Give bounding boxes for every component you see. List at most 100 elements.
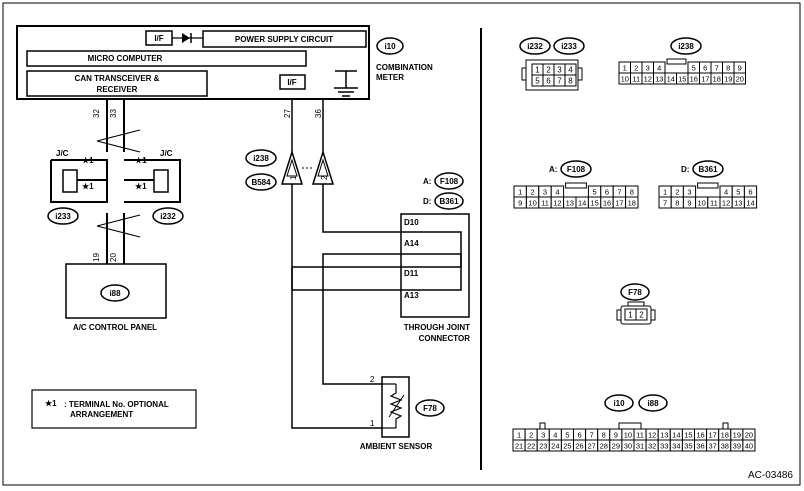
pin-number: 17 <box>701 75 709 84</box>
pin-number: 13 <box>660 431 668 440</box>
ac-control-panel-name: A/C CONTROL PANEL <box>73 323 157 332</box>
through-joint-box <box>400 213 470 318</box>
pin-number: 11 <box>636 431 644 440</box>
note-star: ★1 <box>45 399 57 408</box>
can-transceiver-label-1: CAN TRANSCEIVER & <box>75 74 160 83</box>
connector-label-i238-inline: i238 <box>253 154 269 163</box>
jc-right-label: J/C <box>160 149 173 158</box>
pin-number: 1 <box>518 188 522 197</box>
can-wires <box>106 99 125 264</box>
pin-36: 36 <box>314 109 323 118</box>
pin-number: 26 <box>575 442 583 451</box>
inline-pin-2: 2 <box>320 175 329 180</box>
pin-number: 5 <box>736 188 740 197</box>
pin-number: 36 <box>696 442 704 451</box>
micro-computer-label: MICRO COMPUTER <box>88 54 163 63</box>
pin-number: 8 <box>602 431 606 440</box>
ambient-sensor-box <box>381 376 410 438</box>
can-transceiver-label-2: RECEIVER <box>97 85 138 94</box>
pin-cell <box>742 439 756 452</box>
pin-number: 3 <box>687 188 691 197</box>
tj-pin-a14: A14 <box>404 239 419 248</box>
pin-number: 12 <box>644 75 652 84</box>
pin-number: 13 <box>566 199 574 208</box>
connector-label-f78-sensor: F78 <box>423 404 437 413</box>
pin-number: 27 <box>587 442 595 451</box>
view-label-i233: i233 <box>561 42 577 51</box>
connector-key-notch <box>666 58 687 65</box>
if-label-top: I/F <box>154 34 163 43</box>
view-tag-i10 <box>604 394 634 412</box>
view-tag-i232 <box>519 37 551 55</box>
pin-number: 39 <box>733 442 741 451</box>
pin-number: 3 <box>543 188 547 197</box>
pin-number: 7 <box>557 77 562 86</box>
pin-number: 8 <box>675 199 679 208</box>
power-supply-box <box>202 30 367 48</box>
connector-tag-b361 <box>434 192 464 210</box>
pin-number: 15 <box>684 431 692 440</box>
pin-number: 11 <box>710 199 718 208</box>
pin-number: 8 <box>726 64 730 73</box>
pin-number: 1 <box>517 431 521 440</box>
connector-tag-i233 <box>47 207 79 225</box>
ac-control-panel-box <box>65 263 167 319</box>
pin-number: 3 <box>557 66 562 75</box>
tj-a-prefix: A: <box>423 177 431 186</box>
pin-number: 8 <box>630 188 634 197</box>
pin-number: 7 <box>617 188 621 197</box>
jc-left-label: J/C <box>56 149 69 158</box>
connector-tag-b584 <box>245 173 277 191</box>
view-label-i238: i238 <box>678 42 694 51</box>
pin-number: 19 <box>733 431 741 440</box>
inline-pin-1: 1 <box>289 175 298 180</box>
pin-number: 2 <box>531 188 535 197</box>
note-box <box>31 389 197 429</box>
pin-number: 5 <box>565 431 569 440</box>
pin-number: 4 <box>555 188 559 197</box>
pin-number: 32 <box>648 442 656 451</box>
view-tag-i238 <box>670 37 702 55</box>
pin-number: 40 <box>745 442 753 451</box>
view-tag-f78 <box>620 283 650 301</box>
pin-number: 21 <box>515 442 523 451</box>
jc-left-star-2: ★1 <box>82 182 94 191</box>
pin-number: 10 <box>528 199 536 208</box>
pin-number: 9 <box>738 64 742 73</box>
view-label-b361: B361 <box>698 165 718 174</box>
meter-name-1: COMBINATION <box>376 63 433 72</box>
view-tag-i233 <box>553 37 585 55</box>
pin-number: 3 <box>646 64 650 73</box>
pin-number: 2 <box>675 188 679 197</box>
pin-number: 16 <box>696 431 704 440</box>
connector-tag-i238-inline <box>245 149 277 167</box>
pin-cell <box>743 196 758 209</box>
pin-32: 32 <box>92 109 101 118</box>
view-tag-b361 <box>692 160 724 178</box>
jc-right-star-1: ★1 <box>135 156 147 165</box>
pin-number: 1 <box>623 64 627 73</box>
connector-tag-i10 <box>376 37 404 55</box>
pin-number: 10 <box>698 199 706 208</box>
connector-label-b361: B361 <box>439 197 459 206</box>
pin-number: 1 <box>628 311 633 320</box>
pin-number: 5 <box>593 188 597 197</box>
pin-number: 7 <box>663 199 667 208</box>
diode-symbol <box>182 33 190 43</box>
connector-label-f108: F108 <box>440 177 459 186</box>
inline-connector-i238-b584 <box>280 149 335 185</box>
pin-number: 14 <box>672 431 680 440</box>
power-supply-label: POWER SUPPLY CIRCUIT <box>235 35 333 44</box>
pin-number: 4 <box>657 64 661 73</box>
view-tag-i88 <box>638 394 668 412</box>
pin-27: 27 <box>283 109 292 118</box>
note-line-2: ARRANGEMENT <box>70 410 133 419</box>
view-i10-i88-keys <box>539 422 729 430</box>
figure-code: AC-03486 <box>748 470 793 481</box>
view-label-i10: i10 <box>613 399 625 408</box>
pin-number: 6 <box>546 77 551 86</box>
pin-cell <box>564 74 577 87</box>
pin-number: 6 <box>748 188 752 197</box>
pin-number: 15 <box>678 75 686 84</box>
